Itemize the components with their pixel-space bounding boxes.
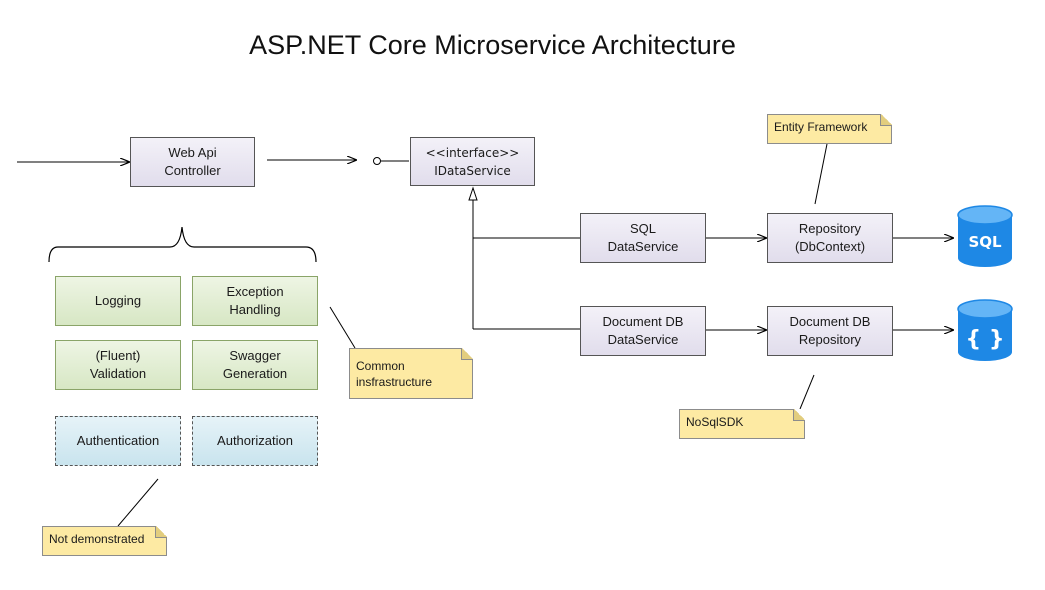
interface-lollipop bbox=[373, 157, 381, 165]
interface-name: IDataService bbox=[434, 163, 511, 178]
block-label: Authorization bbox=[217, 433, 293, 448]
document-db-dataservice-node[interactable]: Document DB DataService bbox=[580, 306, 706, 356]
swagger-generation-block[interactable]: Swagger Generation bbox=[192, 340, 318, 390]
block-label-line1: Swagger bbox=[229, 348, 281, 363]
entity-framework-anchor bbox=[814, 143, 828, 205]
authentication-block[interactable]: Authentication bbox=[55, 416, 181, 466]
not-demonstrated-anchor bbox=[117, 478, 159, 527]
node-label-line1: Document DB bbox=[602, 314, 684, 329]
infrastructure-brace bbox=[48, 226, 317, 263]
logging-block[interactable]: Logging bbox=[55, 276, 181, 326]
stereotype-label: <<interface>> bbox=[425, 145, 520, 160]
entity-framework-note: Entity Framework bbox=[767, 114, 892, 144]
block-label: Authentication bbox=[76, 433, 160, 448]
node-label-line1: Repository bbox=[798, 221, 862, 236]
block-label-line1: Exception bbox=[226, 284, 284, 299]
block-label-line1: (Fluent) bbox=[95, 348, 141, 363]
exception-handling-block[interactable]: Exception Handling bbox=[192, 276, 318, 326]
note-text: Entity Framework bbox=[774, 120, 868, 134]
common-infrastructure-note: Common insfrastructure bbox=[349, 348, 473, 399]
block-label: Logging bbox=[94, 293, 142, 308]
node-label-line2: Repository bbox=[798, 332, 862, 347]
common-infra-anchor bbox=[329, 306, 356, 349]
sql-database-label: SQL bbox=[968, 233, 1002, 251]
node-label-line1: Web Api bbox=[168, 145, 217, 160]
node-label-line1: Document DB bbox=[789, 314, 871, 329]
sql-database-icon: SQL bbox=[957, 205, 1013, 267]
note-text-line2: insfrastructure bbox=[356, 375, 433, 389]
node-label-line2: DataService bbox=[607, 332, 679, 347]
block-label-line2: Handling bbox=[229, 302, 281, 317]
page-title: ASP.NET Core Microservice Architecture bbox=[249, 30, 736, 60]
realization-arrowhead bbox=[468, 186, 478, 201]
idataservice-node[interactable]: <<interface>> IDataService bbox=[410, 137, 535, 186]
sql-dataservice-node[interactable]: SQL DataService bbox=[580, 213, 706, 263]
node-label-line2: DataService bbox=[607, 239, 679, 254]
block-label-line2: Generation bbox=[222, 366, 288, 381]
node-label-line1: SQL bbox=[629, 221, 656, 236]
repository-dbcontext-node[interactable]: Repository (DbContext) bbox=[767, 213, 893, 263]
nosql-anchor bbox=[799, 374, 815, 410]
not-demonstrated-note: Not demonstrated bbox=[42, 526, 167, 556]
nosql-sdk-note: NoSqlSDK bbox=[679, 409, 805, 439]
document-database-icon: { } bbox=[957, 299, 1013, 361]
node-label-line2: (DbContext) bbox=[794, 239, 866, 254]
document-database-label: { } bbox=[966, 327, 1005, 352]
web-api-controller-node[interactable]: Web Api Controller bbox=[130, 137, 255, 187]
authorization-block[interactable]: Authorization bbox=[192, 416, 318, 466]
document-db-repository-node[interactable]: Document DB Repository bbox=[767, 306, 893, 356]
node-label-line2: Controller bbox=[164, 163, 221, 178]
note-text: Not demonstrated bbox=[49, 532, 145, 546]
note-text-line1: Common bbox=[356, 359, 405, 373]
note-text: NoSqlSDK bbox=[686, 415, 744, 429]
block-label-line2: Validation bbox=[89, 366, 147, 381]
fluent-validation-block[interactable]: (Fluent) Validation bbox=[55, 340, 181, 390]
